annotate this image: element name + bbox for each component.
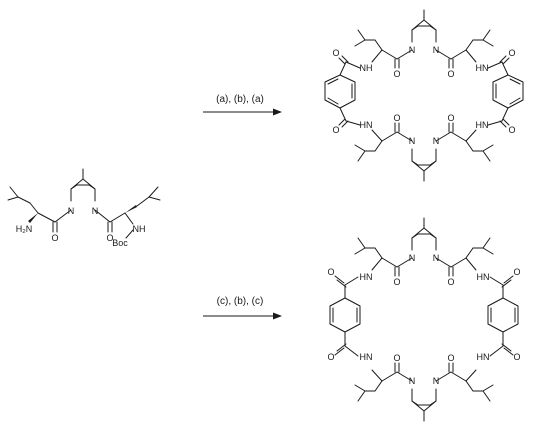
atom-h2n: H₂N [16,224,33,234]
atom-n: N [92,206,99,216]
atom-hn: HN [360,120,373,130]
atom-hn: HN [360,272,373,282]
atom-hn: HN [360,352,373,362]
atom-o: O [447,113,454,123]
atom-o: O [513,352,520,362]
atom-n: N [433,253,440,263]
conditions-label-1: (a), (b), (a) [216,94,264,105]
atom-n: N [409,376,416,386]
reaction-arrow-2: (c), (b), (c) [203,296,282,320]
atom-o: O [513,267,520,277]
atom-o: O [447,277,454,287]
atom-nh: NH [360,63,373,73]
atom-hn: HN [476,63,489,73]
atom-n: N [409,45,416,55]
atom-o: O [332,48,339,58]
atom-hn: HN [476,120,489,130]
reaction-arrow-1: (a), (b), (a) [203,94,282,116]
atom-nh: NH [133,224,146,234]
conditions-label-2: (c), (b), (c) [217,296,264,307]
atom-o: O [393,277,400,287]
atom-hn: HN [477,272,490,282]
atom-n: N [409,253,416,263]
atom-boc: Boc [112,238,128,248]
atom-o: O [508,125,515,135]
starting-dipeptide: N N O O H₂N NH Boc [7,168,161,248]
atom-n: N [68,206,75,216]
atom-o: O [327,352,334,362]
atom-o: O [327,267,334,277]
bicyclic-cage [70,168,96,202]
macrocycle-meta: N N N N O O O O NH HN HN HN O O O O [324,9,524,182]
atom-o: O [447,353,454,363]
atom-o: O [332,125,339,135]
atom-o: O [508,48,515,58]
atom-hn: HN [477,352,490,362]
atom-n: N [433,45,440,55]
atom-o: O [447,69,454,79]
atom-n: N [433,136,440,146]
atom-n: N [409,136,416,146]
macrocycle-para: N N N N O O O O HN HN HN HN O O O O [327,217,521,422]
atom-o: O [393,69,400,79]
atom-n: N [433,376,440,386]
atom-o: O [106,233,113,243]
atom-o: O [393,113,400,123]
atom-o: O [51,233,58,243]
atom-o: O [393,353,400,363]
